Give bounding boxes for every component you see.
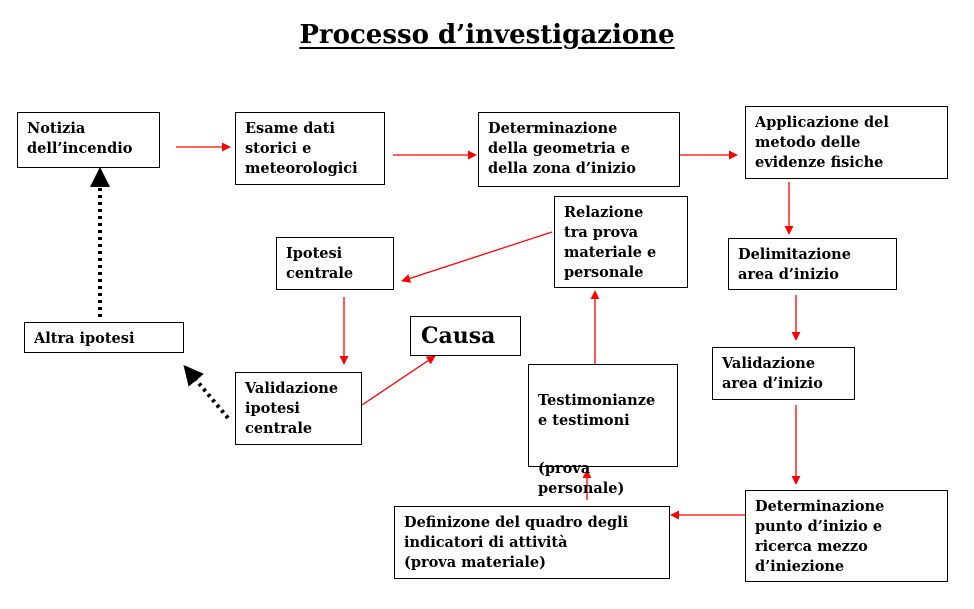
- box-esame-dati: Esame dati storici e meteorologici: [235, 112, 385, 185]
- box-altra-ipotesi: Altra ipotesi: [24, 322, 184, 353]
- box-validazione-ipotesi: Validazione ipotesi centrale: [235, 372, 362, 445]
- box-ipotesi-centrale: Ipotesi centrale: [276, 237, 394, 290]
- box-applicazione-metodo: Applicazione del metodo delle evidenze f…: [745, 106, 948, 179]
- box-delimitazione-area: Delimitazione area d’inizio: [728, 238, 897, 290]
- dotted-arrow-validazione-to-altra: [183, 364, 230, 420]
- testimonianze-label: Testimonianze e testimoni: [538, 392, 656, 429]
- box-relazione-prova: Relazione tra prova materiale e personal…: [554, 196, 688, 288]
- prova-personale-label: (prova personale): [538, 460, 625, 497]
- diagram-title: Processo d’investigazione: [0, 20, 974, 50]
- testimonianze-gap: [538, 431, 668, 439]
- box-determinazione-punto: Determinazione punto d’inizio e ricerca …: [745, 490, 948, 582]
- box-causa: Causa: [410, 316, 521, 356]
- box-definizione-quadro: Definizone del quadro degli indicatori d…: [394, 506, 670, 579]
- box-testimonianze: Testimonianze e testimoni (prova persona…: [528, 364, 678, 497]
- arrow-relazione-to-ipotesi: [401, 231, 553, 283]
- arrow-validazione-to-causa: [361, 355, 436, 406]
- box-validazione-area: Validazione area d’inizio: [712, 347, 855, 400]
- diagram-title-text: Processo d’investigazione: [299, 20, 675, 50]
- box-notizia-incendio: Notizia dell’incendio: [17, 112, 160, 168]
- box-determinazione-geometria: Determinazione della geometria e della z…: [478, 112, 680, 187]
